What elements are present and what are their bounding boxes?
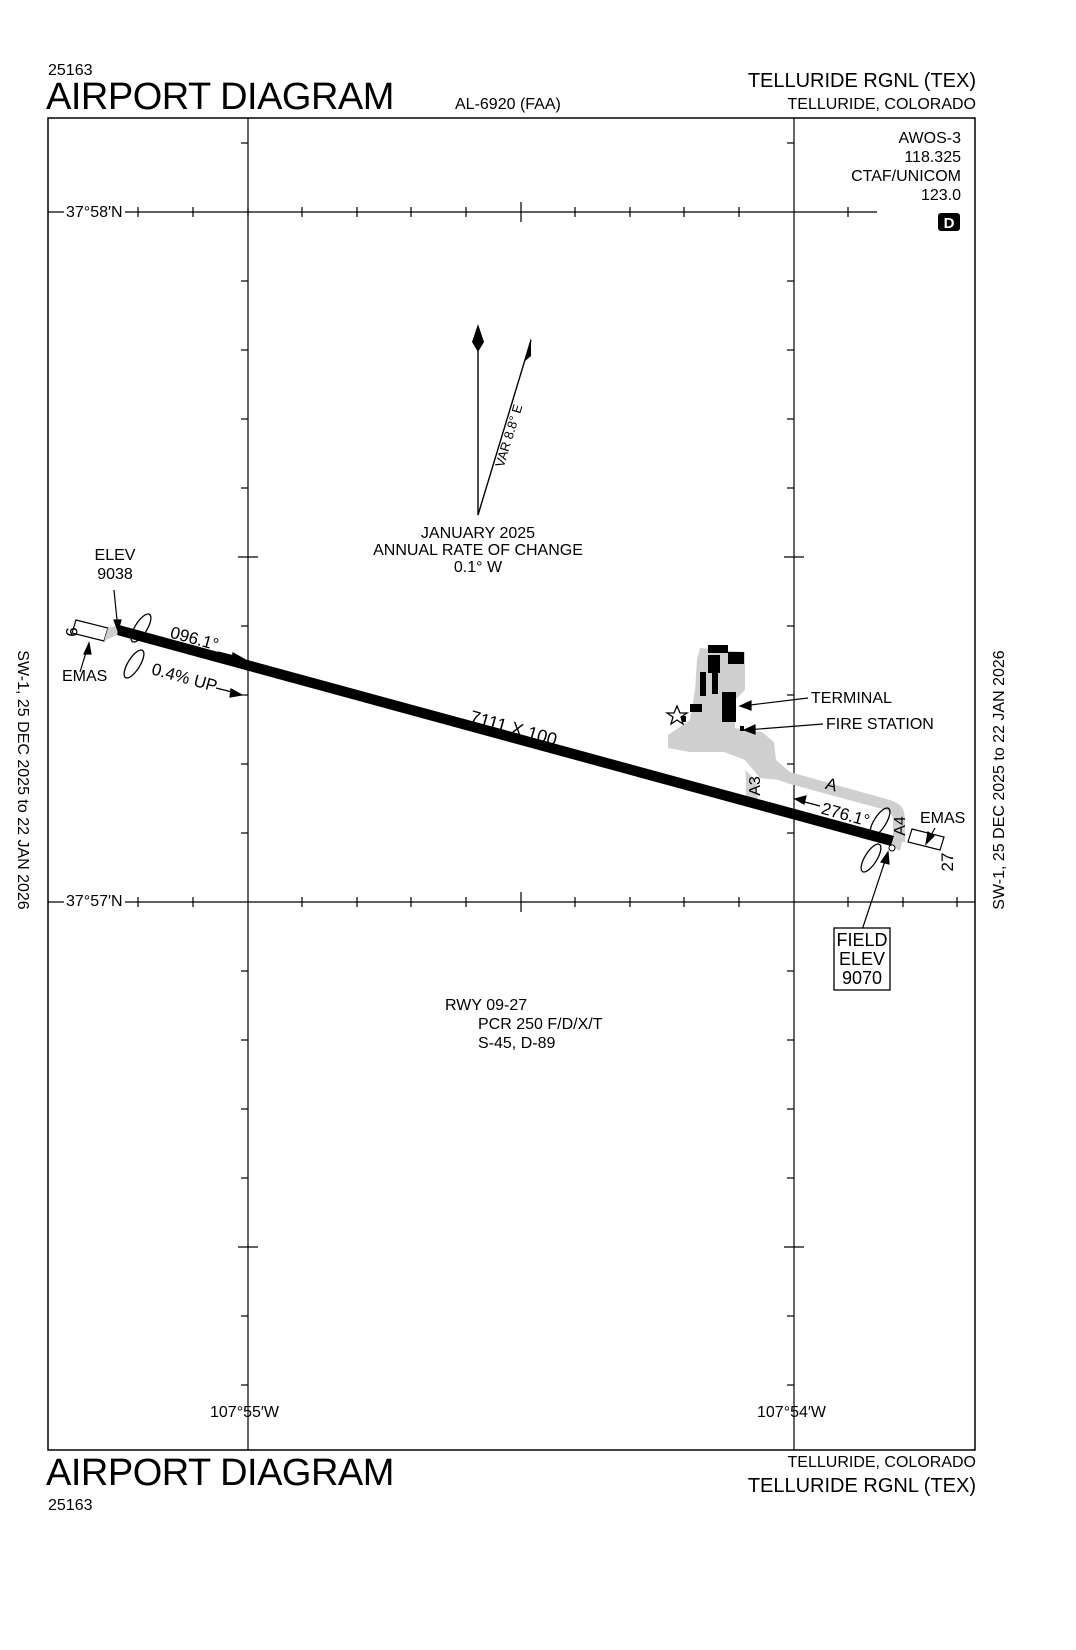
lat-south-ticks [137, 892, 958, 912]
runway-09-27 [71, 619, 945, 852]
magnetic-north-arrow-icon [477, 338, 532, 516]
field-elev-box [833, 927, 891, 991]
runway-info-title: RWY 09-27 [445, 997, 528, 1014]
taxiway-a4-label: A4 [892, 816, 909, 836]
field-elev-label-2: ELEV [838, 949, 886, 969]
lat-south-label: 37°57′N [64, 893, 125, 911]
runway-27-label: 27 [938, 853, 957, 872]
footer-title: AIRPORT DIAGRAM [46, 1452, 394, 1494]
airport-name: TELLURIDE RGNL (TEX) [747, 70, 976, 92]
taxiway-a3-label: A3 [747, 776, 764, 796]
fire-station-label: FIRE STATION [826, 716, 934, 733]
emas-east [907, 828, 945, 851]
airport-location: TELLURIDE, COLORADO [787, 96, 976, 113]
footer-airport-name: TELLURIDE RGNL (TEX) [747, 1475, 976, 1497]
emas-east-label: EMAS [920, 810, 966, 827]
footer-location: TELLURIDE, COLORADO [787, 1454, 976, 1471]
diagram-frame [47, 117, 976, 1451]
airport-beacon-icon [664, 704, 690, 726]
badge-text: D [944, 215, 955, 232]
magnetic-rate: 0.1° W [453, 559, 503, 576]
runway-9-label: 9 [62, 627, 81, 636]
west-elev-value: 9038 [97, 566, 133, 583]
leader-lines [79, 589, 936, 931]
taxiway-a-surface [776, 768, 905, 842]
ctaf-frequency: 123.0 [920, 187, 961, 204]
magnetic-date: JANUARY 2025 [420, 525, 536, 542]
north-arrow-icon [472, 324, 484, 515]
ctaf-label: CTAF/UNICOM [851, 168, 961, 185]
lat-north-label: 37°58′N [64, 204, 125, 222]
gradient-label: 0.4% UP [150, 660, 220, 696]
awos-frequency: 118.325 [904, 149, 961, 166]
emas-west-label: EMAS [62, 668, 108, 685]
lat-north-ticks [137, 202, 849, 222]
runway-info-load: S-45, D-89 [478, 1035, 556, 1052]
awos-label: AWOS-3 [898, 130, 961, 147]
terminal-buildings [680, 645, 744, 731]
terminal-label: TERMINAL [811, 690, 892, 707]
variation-label: VAR 8.8° E [492, 402, 525, 469]
field-elev-value: 9070 [841, 968, 883, 988]
field-elev-label-1: FIELD [836, 930, 888, 950]
field-elev-marker [888, 844, 896, 852]
lon-west-label: 107°55′W [210, 1404, 279, 1421]
procedure-id: AL-6920 (FAA) [455, 96, 561, 113]
doc-number-bottom: 25163 [48, 1497, 93, 1514]
doc-number-top: 25163 [48, 62, 93, 79]
lon-east-label: 107°54′W [757, 1404, 826, 1421]
runway-info-pcr: PCR 250 F/D/X/T [478, 1016, 603, 1033]
runway-end-symbol-east [860, 807, 891, 873]
digital-data-badge [938, 213, 960, 231]
west-elev-label: ELEV [94, 547, 136, 564]
taxiway-a3-surface [745, 770, 758, 800]
emas-west-gray [104, 625, 119, 641]
runway-dimensions: 7111 X 100 [468, 707, 560, 750]
page-title: AIRPORT DIAGRAM [46, 76, 394, 118]
runway-end-symbol-west [123, 613, 152, 679]
lon-ticks [238, 142, 804, 1386]
magnetic-rate-label: ANNUAL RATE OF CHANGE [373, 542, 583, 559]
